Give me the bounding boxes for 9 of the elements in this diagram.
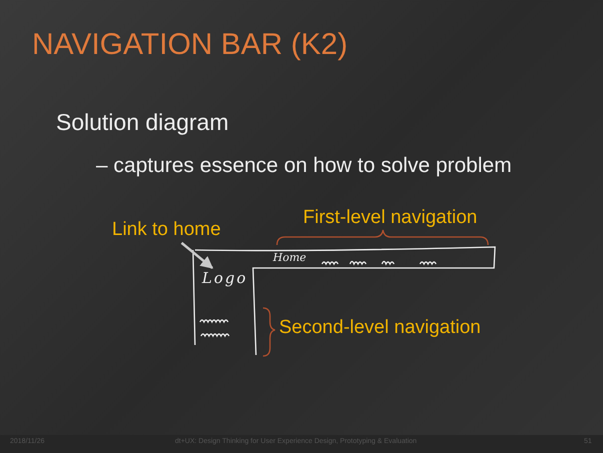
callout-text: Link to home xyxy=(112,220,221,241)
bullet-text: – captures essence on how to solve problem xyxy=(96,154,512,178)
sketch-text: Logo xyxy=(202,270,248,286)
slide-title: NAVIGATION BAR (K2) xyxy=(32,28,348,61)
annotation-text: First-level navigation xyxy=(303,208,478,229)
sketch-text: Home xyxy=(273,252,306,264)
annotation-text: Second-level navigation xyxy=(279,318,481,339)
arrow xyxy=(180,242,214,269)
subheading: Solution diagram xyxy=(56,110,229,136)
